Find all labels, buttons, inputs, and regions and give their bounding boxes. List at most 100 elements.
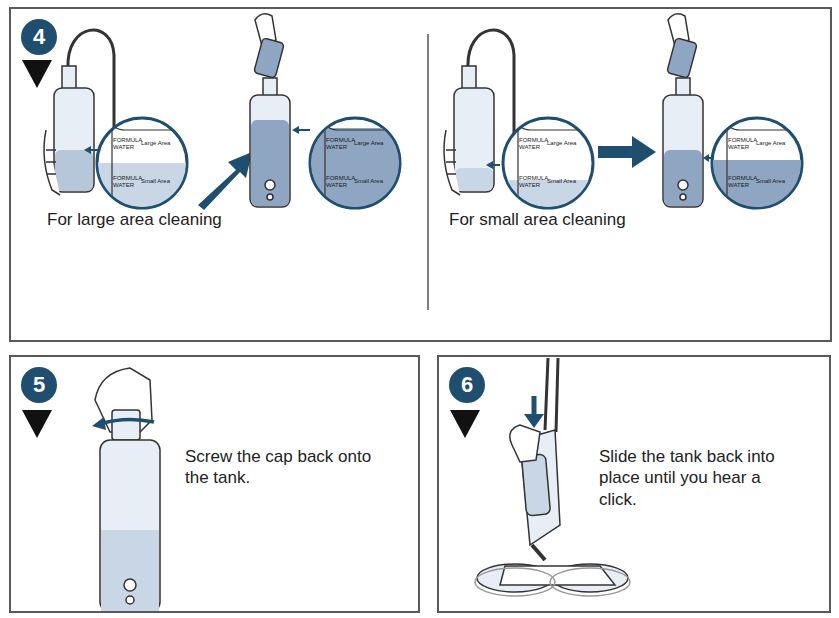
scale-marker: Small Area (353, 178, 384, 184)
scale-marker: FORMULA (518, 137, 549, 143)
filling-tank (676, 78, 690, 96)
filling-tank (250, 14, 310, 207)
zoom-circle (310, 118, 400, 208)
scale-marker: FORMULA (112, 137, 143, 143)
filling-tank (663, 14, 712, 207)
scale-marker: WATER (518, 182, 541, 188)
step-panel: Slide the tank back into place until you… (437, 355, 831, 613)
zoom-circle (310, 128, 400, 208)
zoom-circle (325, 118, 400, 215)
instruction-text: For small area cleaning (449, 209, 749, 230)
scale-marker: FORMULA (325, 137, 356, 143)
scale-marker: Large Area (353, 140, 384, 146)
scale-marker: WATER (325, 182, 348, 188)
tank-with-hose (55, 150, 93, 191)
tank-with-hose (62, 66, 76, 90)
scale-marker: WATER (727, 182, 750, 188)
zoom-circle (112, 118, 190, 215)
step-number-text: 4 (21, 23, 57, 51)
tank-with-hose (84, 146, 91, 154)
scale-marker: Large Area (140, 140, 171, 146)
steam-mop (510, 425, 540, 462)
instruction-text: For large area cleaning (47, 209, 347, 230)
zoom-circle (310, 118, 400, 215)
divider (427, 34, 429, 310)
zoom-circle (503, 118, 593, 215)
cap-tank (100, 440, 160, 612)
step-pointer (450, 410, 480, 438)
zoom-circle (97, 118, 187, 208)
scale-marker: WATER (518, 144, 541, 150)
filling-tank (678, 180, 688, 190)
zoom-circle (712, 160, 802, 210)
cap-tank (112, 410, 140, 440)
zoom-circle (97, 118, 190, 215)
step-pointer (22, 410, 52, 438)
scale-marker: Small Area (755, 178, 786, 184)
direction-arrow (598, 136, 656, 168)
zoom-circle (712, 118, 802, 215)
steam-mop (556, 358, 558, 432)
steam-mop (524, 414, 544, 428)
step-number-text: 5 (21, 371, 57, 399)
step-number-text: 6 (449, 371, 485, 399)
step-number: 5 (21, 367, 57, 403)
tank-with-hose (462, 66, 476, 90)
scale-marker: FORMULA (112, 175, 143, 181)
filling-tank (263, 78, 277, 96)
tank-with-hose (44, 130, 60, 195)
scale-marker: FORMULA (325, 175, 356, 181)
zoom-circle (727, 118, 800, 215)
tank-with-hose (54, 88, 94, 192)
filling-tank (664, 150, 702, 206)
filling-tank (254, 38, 285, 78)
scale-marker: Large Area (755, 140, 786, 146)
filling-tank (703, 154, 709, 162)
tank-with-hose (455, 168, 493, 191)
direction-arrow (198, 152, 252, 210)
zoom-circle (310, 118, 400, 215)
step-number: 6 (449, 367, 485, 403)
step-number: 4 (21, 19, 57, 55)
filling-tank (267, 194, 273, 200)
instruction-text: Slide the tank back into place until you… (599, 446, 789, 510)
scale-marker: WATER (325, 144, 348, 150)
steam-mop (475, 568, 555, 596)
scale-marker: FORMULA (727, 137, 758, 143)
steam-mop (521, 454, 550, 516)
filling-tank (680, 194, 686, 200)
cap-tank (124, 579, 136, 591)
zoom-circle (97, 118, 190, 215)
scale-marker: WATER (112, 144, 135, 150)
step-panel: For large area cleaning For small area cl… (9, 7, 832, 342)
zoom-circle (518, 118, 590, 215)
filling-tank (250, 95, 290, 207)
instruction-text: Screw the cap back onto the tank. (185, 446, 385, 489)
filling-tank (292, 126, 299, 134)
scale-marker: WATER (112, 182, 135, 188)
steam-mop (545, 358, 548, 430)
scale-marker: FORMULA (727, 175, 758, 181)
cap-tank (100, 419, 154, 424)
scale-marker: Small Area (546, 178, 577, 184)
filling-tank (265, 180, 275, 190)
tank-with-hose (444, 130, 460, 195)
cap-tank (101, 530, 159, 611)
step-pointer (22, 60, 52, 88)
scale-marker: Small Area (140, 178, 171, 184)
tank-with-hose (486, 161, 493, 169)
steam-mop (532, 396, 537, 416)
cap-tank (92, 417, 106, 430)
filling-tank (663, 95, 703, 207)
filling-tank (251, 120, 289, 206)
filling-tank (667, 38, 698, 78)
zoom-circle (503, 180, 593, 210)
zoom-circle (97, 163, 187, 208)
steam-mop (532, 545, 545, 560)
tank-with-hose (454, 88, 494, 192)
zoom-circle (503, 118, 593, 215)
scale-marker: WATER (727, 144, 750, 150)
step-panel: Screw the cap back onto the tank. 5 (9, 355, 420, 613)
cap-tank (126, 596, 134, 604)
